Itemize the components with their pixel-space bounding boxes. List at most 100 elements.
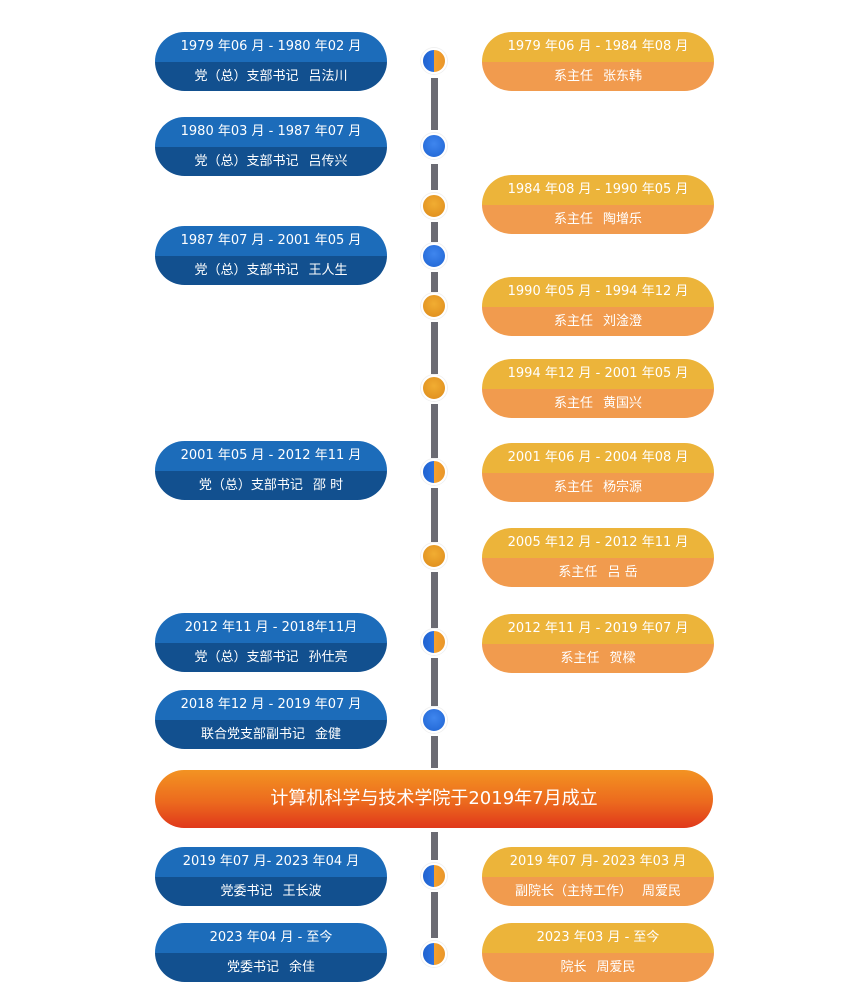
party-secretary-card: 2023 年04 月 - 至今 党委书记余佳	[155, 923, 387, 982]
position-title: 系主任	[553, 313, 593, 329]
person-name: 王长波	[282, 883, 322, 899]
department-head-card: 2012 年11 月 - 2019 年07 月 系主任贺樑	[482, 614, 714, 673]
position-holder: 系主任贺樑	[482, 643, 714, 673]
position-title: 系主任	[553, 395, 593, 411]
position-holder: 系主任吕 岳	[482, 557, 714, 587]
college-founding-banner: 计算机科学与技术学院于2019年7月成立	[155, 770, 713, 828]
position-title: 党委书记	[226, 959, 279, 975]
timeline-axis-segment	[431, 272, 438, 292]
position-holder: 党（总）支部书记吕法川	[155, 61, 387, 91]
timeline-node	[421, 707, 447, 733]
party-secretary-card: 1980 年03 月 - 1987 年07 月 党（总）支部书记吕传兴	[155, 117, 387, 176]
party-secretary-card: 2012 年11 月 - 2018年11月 党（总）支部书记孙仕亮	[155, 613, 387, 672]
position-holder: 党委书记王长波	[155, 876, 387, 906]
tenure-period: 2012 年11 月 - 2019 年07 月	[482, 614, 714, 644]
department-head-card: 1994 年12 月 - 2001 年05 月 系主任黄国兴	[482, 359, 714, 418]
tenure-period: 2019 年07 月- 2023 年04 月	[155, 847, 387, 877]
party-secretary-card: 1979 年06 月 - 1980 年02 月 党（总）支部书记吕法川	[155, 32, 387, 91]
department-head-card: 2023 年03 月 - 至今 院长周爱民	[482, 923, 714, 982]
position-holder: 院长周爱民	[482, 952, 714, 982]
department-head-card: 1990 年05 月 - 1994 年12 月 系主任刘淦澄	[482, 277, 714, 336]
timeline-node	[421, 375, 447, 401]
timeline-axis-segment	[431, 658, 438, 706]
timeline-node	[421, 863, 447, 889]
position-title: 党委书记	[220, 883, 273, 899]
person-name: 吕 岳	[607, 564, 638, 580]
timeline-node	[421, 459, 447, 485]
person-name: 刘淦澄	[603, 313, 643, 329]
department-head-card: 1979 年06 月 - 1984 年08 月 系主任张东韩	[482, 32, 714, 91]
timeline-node	[421, 941, 447, 967]
position-title: 党（总）支部书记	[194, 649, 299, 665]
timeline-axis-segment	[431, 322, 438, 374]
timeline-node	[421, 243, 447, 269]
position-title: 党（总）支部书记	[194, 68, 299, 84]
tenure-period: 2012 年11 月 - 2018年11月	[155, 613, 387, 643]
timeline-node	[421, 629, 447, 655]
department-head-card: 2019 年07 月- 2023 年03 月 副院长（主持工作）周爱民	[482, 847, 714, 906]
position-holder: 系主任杨宗源	[482, 472, 714, 502]
person-name: 吕传兴	[308, 153, 348, 169]
person-name: 邵 时	[312, 477, 344, 493]
position-title: 系主任	[558, 564, 598, 580]
timeline-node	[421, 48, 447, 74]
tenure-period: 1994 年12 月 - 2001 年05 月	[482, 359, 714, 389]
timeline-axis-segment	[431, 164, 438, 190]
position-title: 联合党支部副书记	[200, 726, 305, 742]
timeline-axis-segment	[431, 832, 438, 860]
party-secretary-card: 2001 年05 月 - 2012 年11 月 党（总）支部书记邵 时	[155, 441, 387, 500]
party-secretary-card: 2019 年07 月- 2023 年04 月 党委书记王长波	[155, 847, 387, 906]
tenure-period: 2001 年06 月 - 2004 年08 月	[482, 443, 714, 473]
tenure-period: 2019 年07 月- 2023 年03 月	[482, 847, 714, 877]
position-holder: 党（总）支部书记吕传兴	[155, 146, 387, 176]
position-holder: 党（总）支部书记孙仕亮	[155, 642, 387, 672]
timeline-node	[421, 543, 447, 569]
position-holder: 系主任陶增乐	[482, 204, 714, 234]
position-holder: 副院长（主持工作）周爱民	[482, 876, 714, 906]
position-title: 党（总）支部书记	[194, 153, 299, 169]
timeline-node	[421, 293, 447, 319]
position-title: 党（总）支部书记	[194, 262, 299, 278]
timeline-node	[421, 193, 447, 219]
position-title: 系主任	[553, 479, 593, 495]
timeline-axis-segment	[431, 404, 438, 458]
timeline-axis-segment	[431, 488, 438, 542]
person-name: 杨宗源	[603, 479, 643, 495]
department-head-card: 1984 年08 月 - 1990 年05 月 系主任陶增乐	[482, 175, 714, 234]
tenure-period: 1987 年07 月 - 2001 年05 月	[155, 226, 387, 256]
timeline-axis-segment	[431, 572, 438, 628]
tenure-period: 2023 年04 月 - 至今	[155, 923, 387, 953]
position-holder: 系主任黄国兴	[482, 388, 714, 418]
person-name: 金健	[315, 726, 342, 742]
person-name: 陶增乐	[603, 211, 643, 227]
tenure-period: 2005 年12 月 - 2012 年11 月	[482, 528, 714, 558]
tenure-period: 2001 年05 月 - 2012 年11 月	[155, 441, 387, 471]
party-secretary-card: 2018 年12 月 - 2019 年07 月 联合党支部副书记金健	[155, 690, 387, 749]
tenure-period: 2023 年03 月 - 至今	[482, 923, 714, 953]
tenure-period: 1980 年03 月 - 1987 年07 月	[155, 117, 387, 147]
person-name: 吕法川	[308, 68, 348, 84]
timeline-axis-segment	[431, 222, 438, 242]
department-head-card: 2005 年12 月 - 2012 年11 月 系主任吕 岳	[482, 528, 714, 587]
position-title: 副院长（主持工作）	[514, 883, 632, 899]
position-holder: 党委书记余佳	[155, 952, 387, 982]
tenure-period: 1979 年06 月 - 1984 年08 月	[482, 32, 714, 62]
position-holder: 系主任刘淦澄	[482, 306, 714, 336]
person-name: 贺樑	[609, 650, 636, 666]
position-holder: 系主任张东韩	[482, 61, 714, 91]
department-head-card: 2001 年06 月 - 2004 年08 月 系主任杨宗源	[482, 443, 714, 502]
timeline-axis-segment	[431, 78, 438, 130]
tenure-period: 2018 年12 月 - 2019 年07 月	[155, 690, 387, 720]
tenure-period: 1990 年05 月 - 1994 年12 月	[482, 277, 714, 307]
person-name: 周爱民	[596, 959, 636, 975]
timeline-axis-segment	[431, 892, 438, 938]
person-name: 王人生	[308, 262, 348, 278]
position-title: 院长	[560, 959, 587, 975]
position-title: 系主任	[553, 211, 593, 227]
person-name: 余佳	[289, 959, 316, 975]
position-title: 党（总）支部书记	[198, 477, 303, 493]
position-title: 系主任	[553, 68, 593, 84]
position-holder: 党（总）支部书记邵 时	[155, 470, 387, 500]
tenure-period: 1979 年06 月 - 1980 年02 月	[155, 32, 387, 62]
